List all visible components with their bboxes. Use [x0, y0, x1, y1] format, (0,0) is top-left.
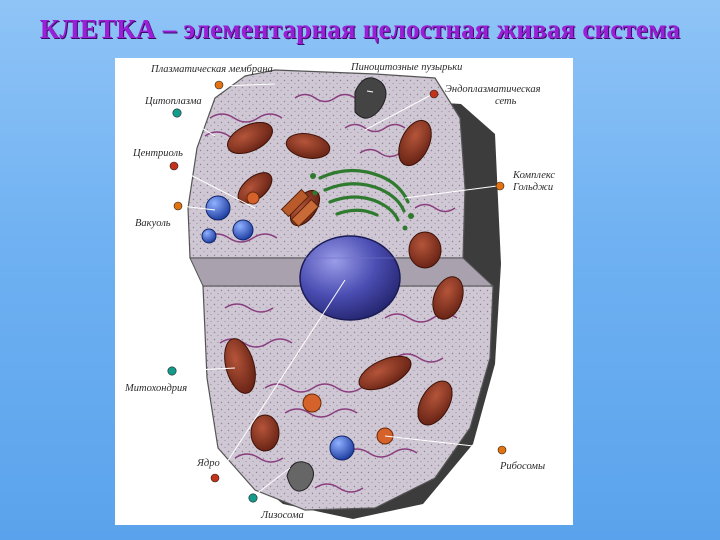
cell-top — [187, 69, 466, 259]
vacuole-4 — [329, 435, 355, 461]
pinocytic-vesicle-1 — [354, 77, 387, 119]
pinocytic-vesicle-2 — [286, 461, 314, 492]
cell-diagram: Плазматическая мембрана Пиноцитозные пуз… — [115, 58, 573, 525]
leader-lines — [174, 83, 501, 496]
golgi-vesicles — [310, 173, 414, 231]
label-vacuole: Вакуоль — [135, 218, 171, 229]
label-er-line2: сеть — [495, 96, 517, 107]
label-mitochondria: Митохондрия — [125, 383, 188, 394]
vacuole-3 — [201, 228, 217, 244]
lysosome-1 — [302, 393, 322, 413]
label-er-line1: Эндоплазматическая — [445, 84, 541, 95]
lysosome-3 — [246, 191, 260, 205]
label-lysosome: Лизосома — [261, 510, 304, 521]
label-cytoplasm: Цитоплазма — [145, 96, 202, 107]
endoplasmic-reticulum — [204, 93, 458, 493]
golgi-complex — [318, 168, 410, 222]
vacuole-1 — [205, 195, 231, 221]
slide-title: КЛЕТКА – элементарная целостная живая си… — [39, 14, 681, 44]
cell-illustration — [167, 69, 507, 519]
label-golgi-line2: Гольджи — [513, 182, 554, 193]
label-ribosomes: Рибосомы — [500, 461, 546, 472]
label-golgi-line1: Комплекс — [513, 170, 556, 181]
centriole-shape — [280, 188, 320, 228]
label-nucleus: Ядро — [197, 458, 220, 469]
vacuole-2 — [232, 219, 254, 241]
label-pins — [167, 80, 507, 503]
label-centriole: Центриоль — [133, 148, 183, 159]
nucleus-shape — [299, 235, 401, 321]
cell-bottom — [202, 285, 494, 511]
label-plasma-membrane: Плазматическая мембрана — [151, 64, 273, 75]
label-pinocytic-vesicles: Пиноцитозные пузырьки — [351, 62, 463, 73]
mitochondria-group — [224, 119, 464, 452]
